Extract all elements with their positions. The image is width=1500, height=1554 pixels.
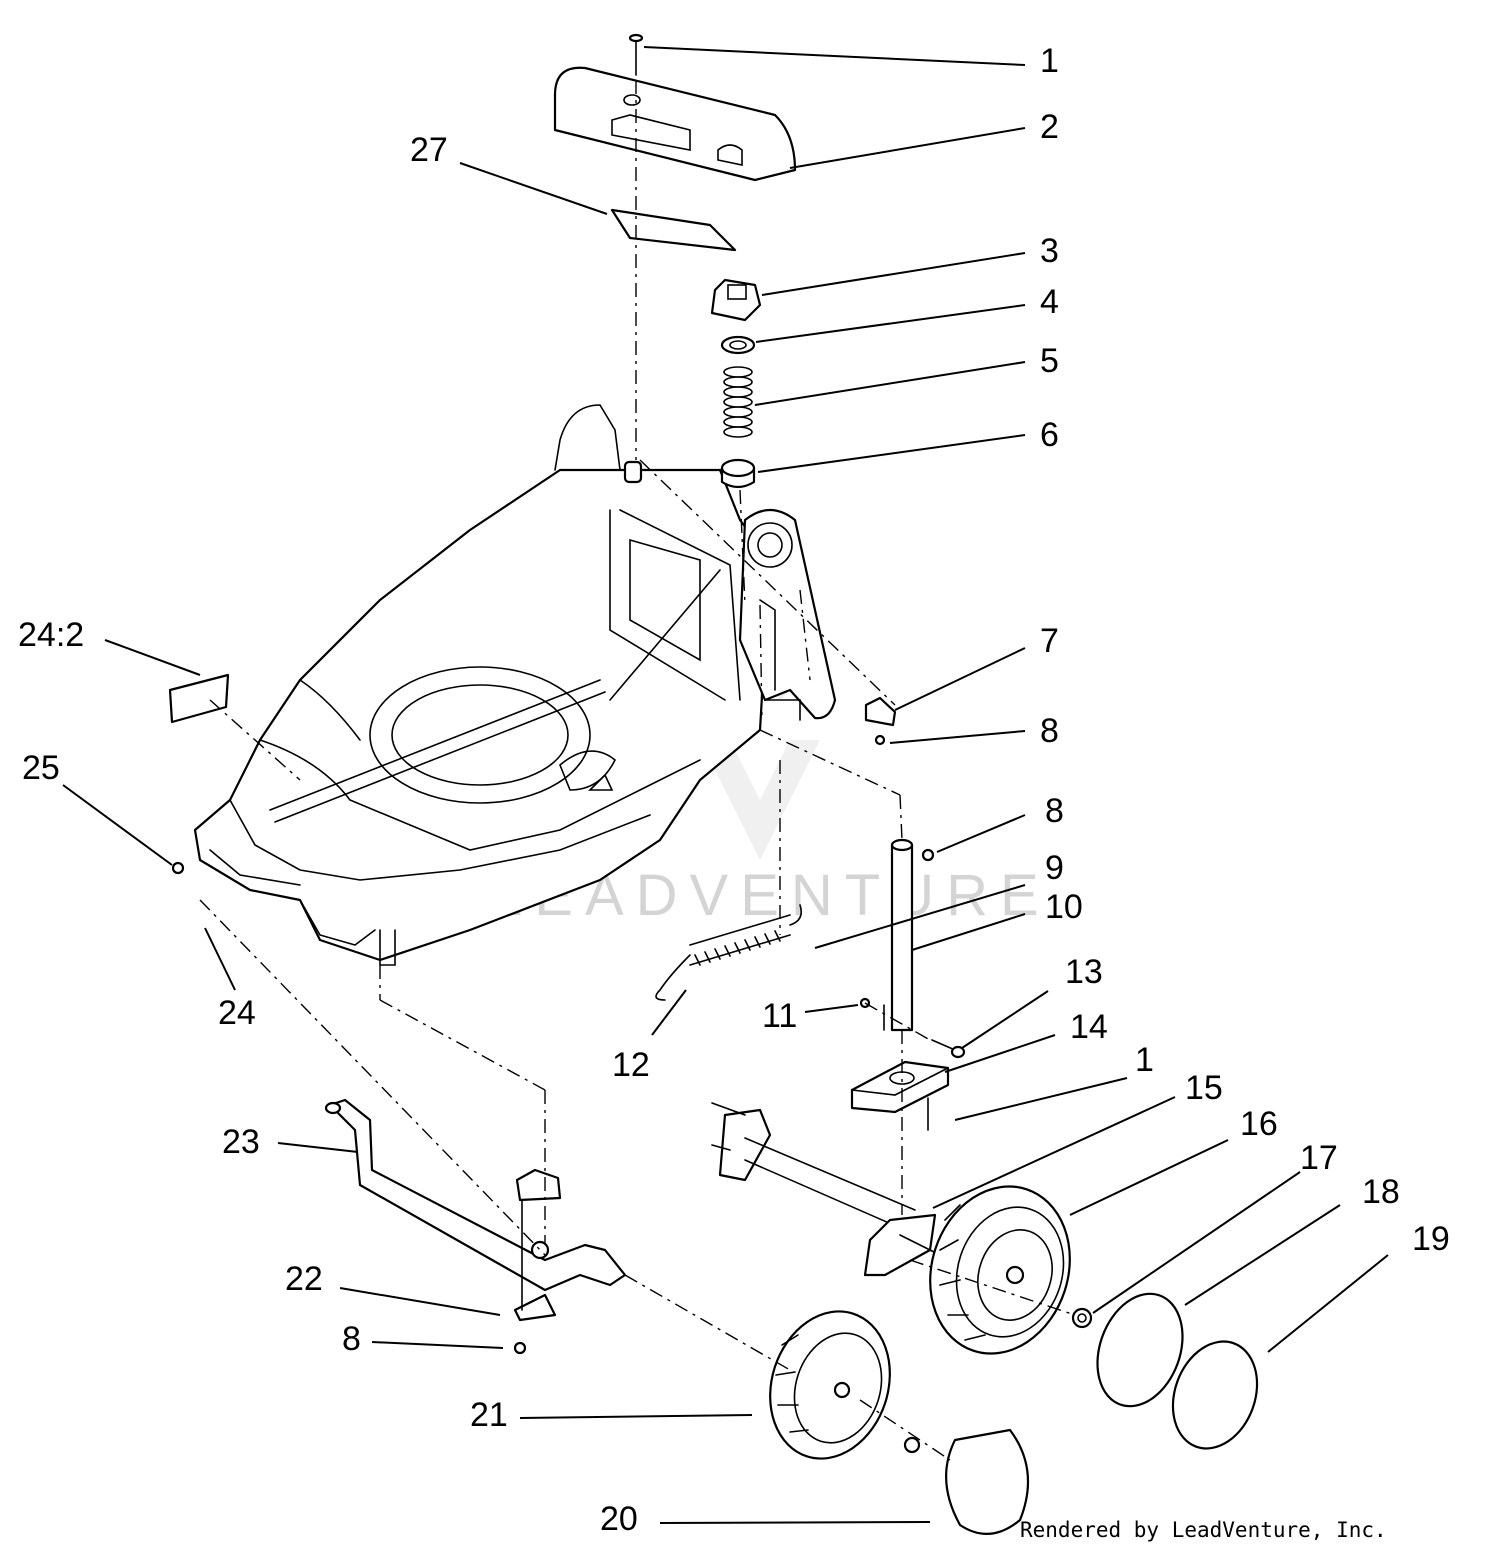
assembly-guides [199,80,1076,1461]
render-credit: Rendered by LeadVenture, Inc. [1020,1518,1387,1542]
callout-5: 5 [1040,342,1059,380]
hubcap-part-18 [1096,1292,1184,1408]
nut-part-8-lower [513,1341,527,1355]
rear-axle-part-15 [711,1102,951,1277]
nut-part-8-mid [921,848,935,862]
front-wheel-part-21 [769,1310,891,1460]
callout-12: 12 [612,1046,650,1084]
callout-20: 20 [600,1500,638,1538]
callout-22: 22 [285,1260,323,1298]
pulley-housing [738,508,837,721]
nut-part-25 [171,861,185,875]
nut-part-8-upper [874,734,886,746]
screw-part-1 [628,33,644,76]
callout-14: 14 [1070,1008,1108,1046]
callout-18: 18 [1362,1173,1400,1211]
rear-wheel-part-16 [929,1185,1071,1355]
decal-part-24-2 [168,673,230,724]
bushing-part-6 [720,458,756,489]
callout-3: 3 [1040,232,1059,270]
callout-11: 11 [762,997,797,1035]
front-axle-part-23 [324,1098,627,1292]
callout-15: 15 [1185,1069,1223,1107]
block-part-14 [850,1060,950,1114]
bracket-part-7 [864,696,897,727]
callout-16: 16 [1240,1105,1278,1143]
nut-part-17 [1071,1307,1093,1329]
spring-part-12 [655,904,803,1001]
button-part-3 [710,278,762,322]
mower-deck [193,404,772,966]
decal-part-27 [610,208,737,252]
spring-part-5 [723,366,753,438]
callout-7: 7 [1040,622,1059,660]
callout-13: 13 [1065,953,1103,991]
callout-21: 21 [470,1396,508,1434]
bracket-part-22 [513,1168,562,1322]
handle-cover-part-2 [553,66,797,182]
callout-10: 10 [1045,888,1083,926]
callout-1-lower: 1 [1135,1041,1154,1079]
washer-part-4 [720,335,756,355]
bolt-part-13 [931,1039,966,1059]
leader-lines [62,46,1389,1524]
callout-2: 2 [1040,108,1059,146]
disc-part-19 [1171,1340,1259,1450]
callout-17: 17 [1300,1139,1338,1177]
callout-1: 1 [1040,42,1059,80]
callout-8-lower: 8 [342,1320,361,1358]
callout-4: 4 [1040,283,1059,321]
callout-27: 27 [410,131,448,169]
callout-labels: 1 2 27 3 4 5 6 7 8 24:2 25 8 9 10 24 13 … [18,42,1450,1538]
callout-8-upper: 8 [1040,712,1059,750]
callout-9: 9 [1045,849,1064,887]
hubcap-part-20 [903,1428,1030,1535]
callout-24: 24 [218,994,256,1032]
callout-19: 19 [1412,1220,1450,1258]
callout-24-2: 24:2 [18,616,84,654]
callout-6: 6 [1040,416,1059,454]
callout-8-mid: 8 [1045,792,1064,830]
callout-23: 23 [222,1123,260,1161]
callout-25: 25 [22,749,60,787]
